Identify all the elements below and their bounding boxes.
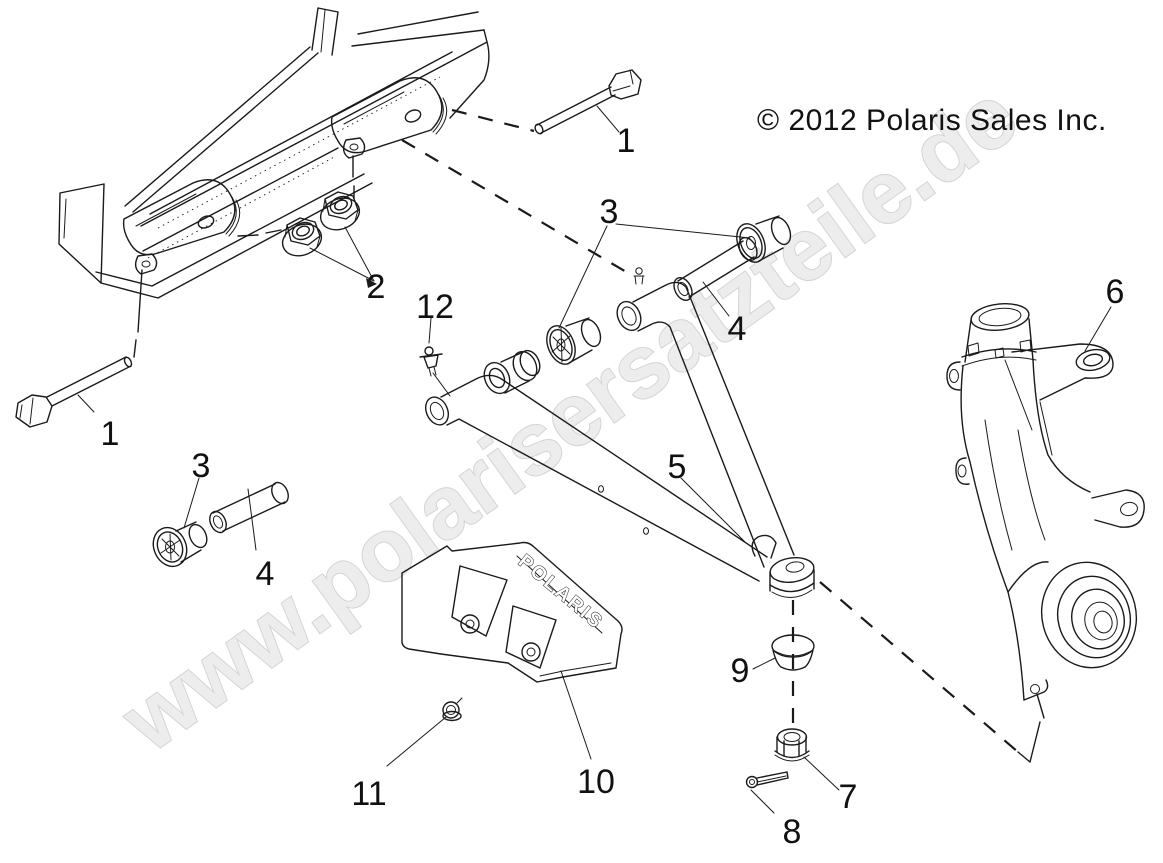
part-bushing-right-drawing <box>736 215 792 263</box>
callout-guard: 10 <box>577 763 615 801</box>
part-cap-drawing <box>771 634 815 671</box>
part-spacer-left-drawing <box>209 481 289 534</box>
callout-spacer-right: 4 <box>728 310 747 348</box>
frame-drawing <box>58 7 490 299</box>
part-control-arm-drawing <box>424 267 815 598</box>
callout-cotter-pin: 8 <box>783 813 802 851</box>
callout-bolt-left: 1 <box>101 415 120 453</box>
copyright-text: © 2012 Polaris Sales Inc. <box>757 104 1107 137</box>
callout-bushings-top: 3 <box>600 193 619 231</box>
part-knuckle-drawing <box>946 303 1145 719</box>
callout-nuts: 2 <box>367 268 386 306</box>
watermark-text: www.polarisersatzteile.de <box>104 65 1035 771</box>
callout-spacer-left: 4 <box>256 555 275 593</box>
part-bushing-left-drawing <box>152 521 208 568</box>
part-grease-fitting-drawing <box>419 346 443 377</box>
part-guard-nut-drawing <box>442 697 463 722</box>
part-spacer-right-drawing <box>673 237 758 301</box>
guard-logo-text: POLARIS <box>514 550 608 634</box>
callout-bolt-top: 1 <box>617 122 636 160</box>
callout-grease-fitting: 12 <box>416 288 454 326</box>
callout-control-arm: 5 <box>668 448 687 486</box>
callout-labels: 1 1 2 3 3 4 4 5 6 7 8 9 10 11 12 <box>101 122 1125 851</box>
callout-guard-nut: 11 <box>351 775 386 813</box>
part-nuts-drawing <box>281 191 361 257</box>
callout-cap: 9 <box>731 652 750 690</box>
callout-knuckle: 6 <box>1106 273 1125 311</box>
part-bushings-center-drawing <box>483 317 602 395</box>
part-bolt-top-drawing <box>534 69 642 135</box>
part-cotter-pin-drawing <box>745 771 789 789</box>
callout-bushing-left: 3 <box>192 447 211 485</box>
leader-lines <box>77 105 1112 814</box>
part-bolt-left-drawing <box>15 356 133 428</box>
callout-castle-nut: 7 <box>839 778 858 816</box>
part-castle-nut-drawing <box>774 728 810 762</box>
